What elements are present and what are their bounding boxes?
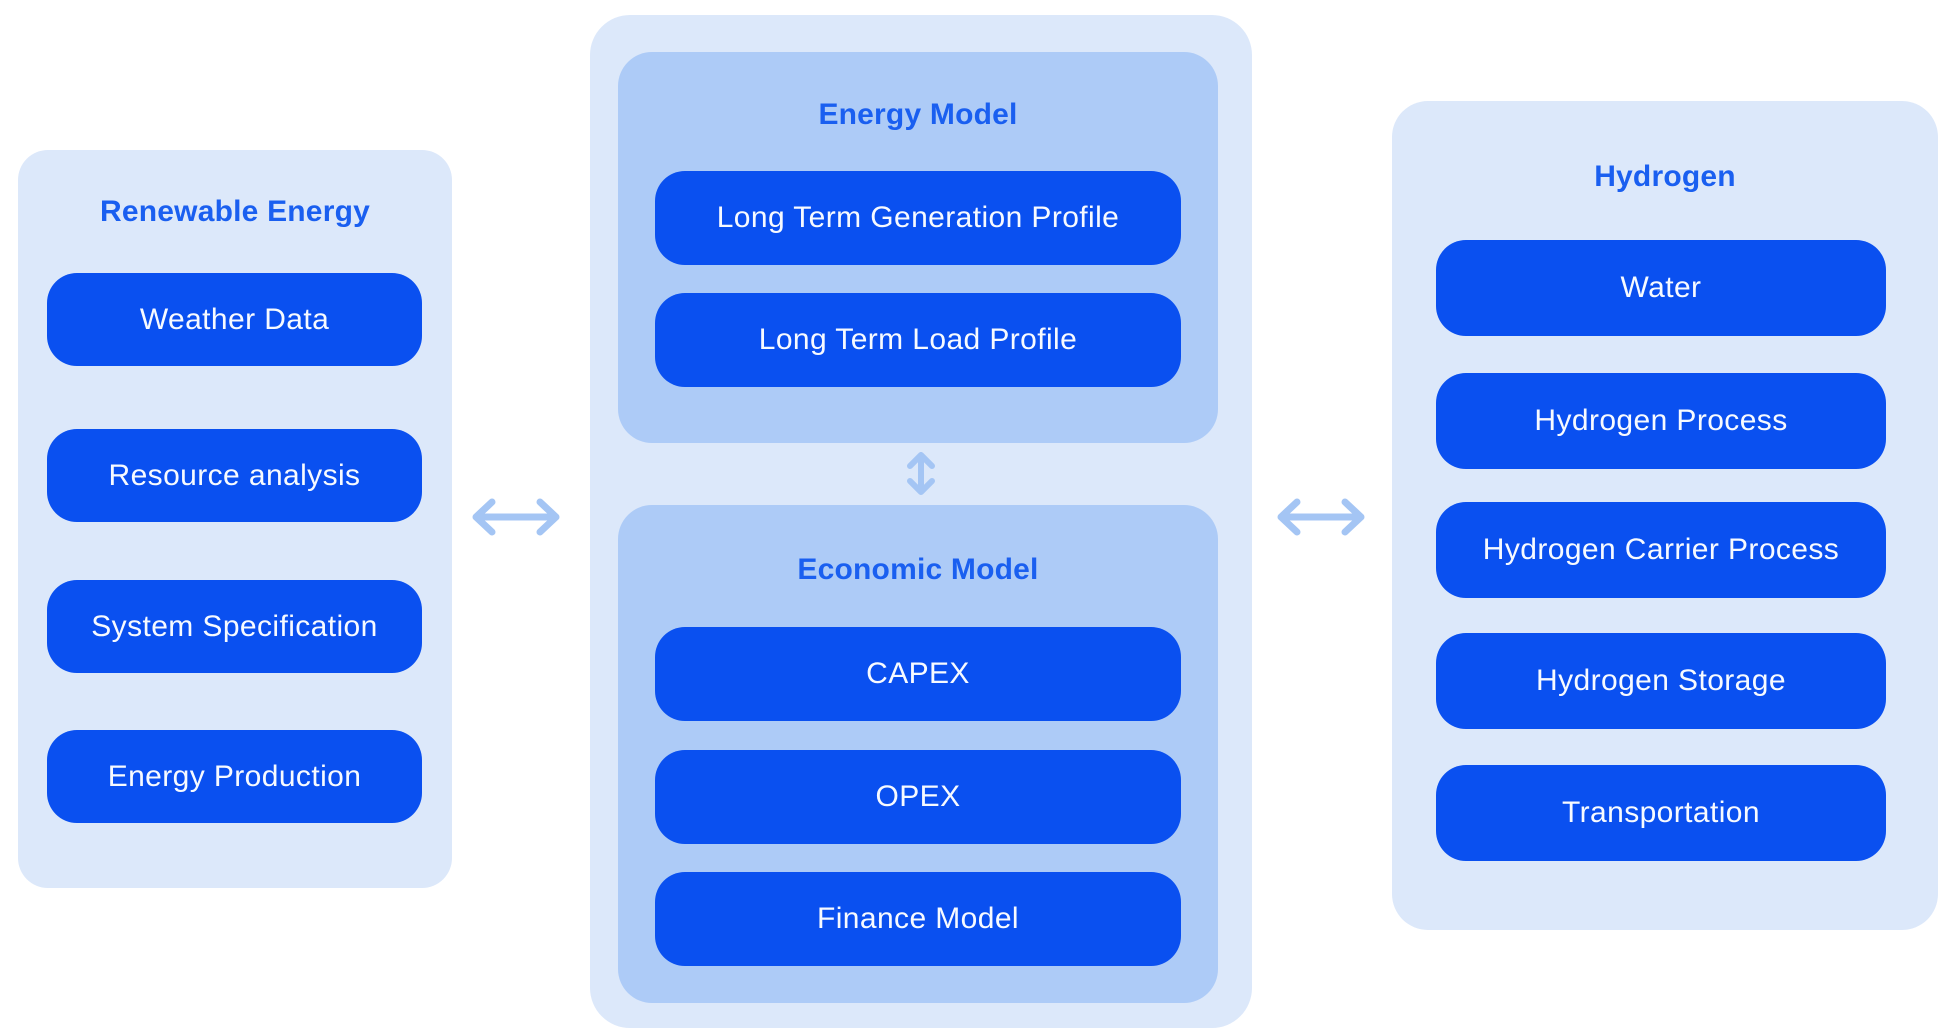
hydrogen-title: Hydrogen <box>1594 160 1736 193</box>
node-hydrogen-process: Hydrogen Process <box>1436 373 1886 469</box>
node-system-specification: System Specification <box>47 580 422 673</box>
center-models-panel: Energy Model Long Term Generation Profil… <box>590 15 1252 1028</box>
hydrogen-panel: Hydrogen Water Hydrogen Process Hydrogen… <box>1392 101 1938 930</box>
renewable-center-double-arrow-icon <box>472 498 560 536</box>
economic-model-title: Economic Model <box>797 553 1039 586</box>
energy-model-title: Energy Model <box>818 98 1018 131</box>
node-water: Water <box>1436 240 1886 336</box>
node-hydrogen-carrier-process: Hydrogen Carrier Process <box>1436 502 1886 598</box>
node-weather-data: Weather Data <box>47 273 422 366</box>
renewable-energy-title: Renewable Energy <box>100 195 370 228</box>
node-opex: OPEX <box>655 750 1181 844</box>
node-finance-model: Finance Model <box>655 872 1181 966</box>
energy-model-group: Energy Model Long Term Generation Profil… <box>618 52 1218 443</box>
node-transportation: Transportation <box>1436 765 1886 861</box>
node-long-term-load-profile: Long Term Load Profile <box>655 293 1181 387</box>
center-hydrogen-double-arrow-icon <box>1277 498 1365 536</box>
node-long-term-generation-profile: Long Term Generation Profile <box>655 171 1181 265</box>
renewable-energy-panel: Renewable Energy Weather Data Resource a… <box>18 150 452 888</box>
node-hydrogen-storage: Hydrogen Storage <box>1436 633 1886 729</box>
node-resource-analysis: Resource analysis <box>47 429 422 522</box>
node-capex: CAPEX <box>655 627 1181 721</box>
economic-model-group: Economic Model CAPEX OPEX Finance Model <box>618 505 1218 1003</box>
energy-economic-double-arrow-icon <box>907 452 935 495</box>
node-energy-production: Energy Production <box>47 730 422 823</box>
